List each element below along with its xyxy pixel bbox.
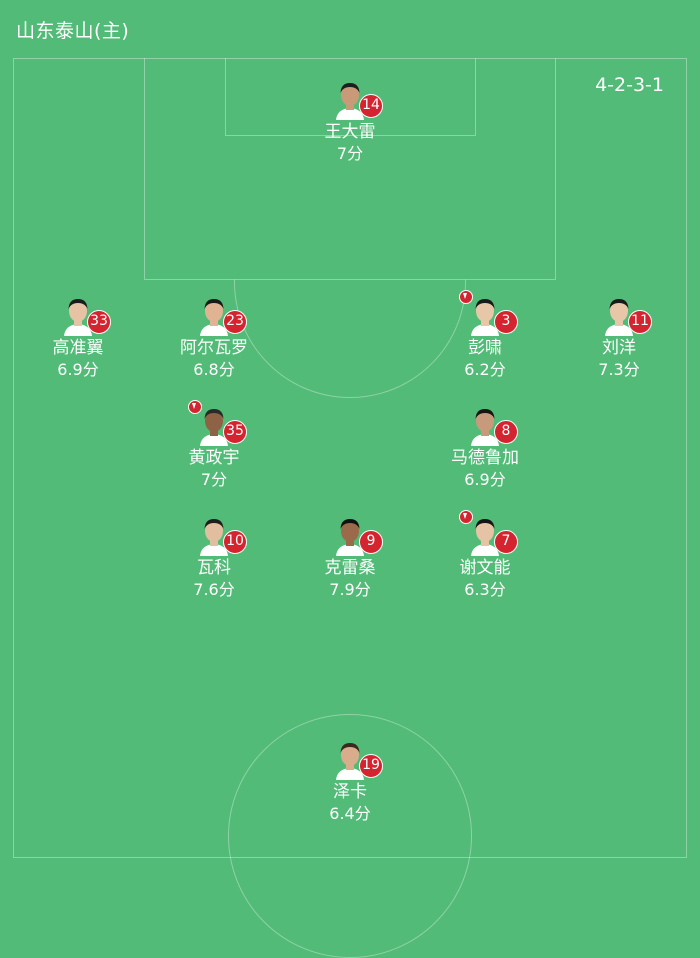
player-card[interactable]: 19 泽卡 6.4分 [280, 740, 420, 824]
player-photo [336, 743, 364, 780]
player-card[interactable]: 10 瓦科 7.6分 [144, 516, 284, 600]
player-card[interactable]: 14 王大雷 7分 [280, 80, 420, 164]
player-rating: 6.4分 [329, 804, 371, 823]
player-name: 刘洋 [602, 338, 636, 358]
player-photo [200, 299, 228, 336]
player-photo [200, 519, 228, 556]
player-photo [200, 409, 228, 446]
jersey-number-badge: 10 [223, 530, 247, 554]
player-card[interactable]: 3 彭啸 6.2分 [415, 290, 555, 380]
goal-box-line [225, 58, 476, 136]
player-card[interactable]: 8 马德鲁加 6.9分 [415, 406, 555, 490]
jersey-number-badge: 35 [223, 420, 247, 444]
subbed-off-icon [459, 510, 473, 524]
team-title: 山东泰山(主) [16, 20, 130, 42]
player-avatar: 8 [468, 406, 518, 446]
jersey-number-badge: 3 [494, 310, 518, 334]
player-rating: 7.3分 [598, 360, 640, 379]
player-avatar: 3 [459, 290, 518, 336]
penalty-box-line [144, 58, 556, 280]
jersey-number-badge: 14 [359, 94, 383, 118]
player-name: 高准翼 [52, 338, 104, 358]
jersey-number-badge: 11 [628, 310, 652, 334]
player-rating: 7.9分 [329, 580, 371, 599]
formation-label: 4-2-3-1 [595, 74, 664, 96]
player-rating: 7分 [336, 144, 364, 163]
player-rating: 7分 [200, 470, 228, 489]
player-name: 瓦科 [197, 558, 231, 578]
player-card[interactable]: 7 谢文能 6.3分 [415, 510, 555, 600]
player-name: 黄政宇 [188, 448, 240, 468]
player-avatar: 23 [197, 296, 247, 336]
jersey-number-badge: 23 [223, 310, 247, 334]
player-name: 马德鲁加 [451, 448, 519, 468]
player-card[interactable]: 35 黄政宇 7分 [144, 400, 284, 490]
player-card[interactable]: 33 高准翼 6.9分 [8, 296, 148, 380]
jersey-number-badge: 33 [87, 310, 111, 334]
player-photo [336, 83, 364, 120]
player-avatar: 19 [333, 740, 383, 780]
player-rating: 6.2分 [464, 360, 506, 379]
player-name: 阿尔瓦罗 [180, 338, 248, 358]
player-name: 谢文能 [459, 558, 511, 578]
subbed-off-icon [188, 400, 202, 414]
player-name: 彭啸 [468, 338, 502, 358]
player-photo [64, 299, 92, 336]
player-avatar: 7 [459, 510, 518, 556]
player-photo [471, 519, 499, 556]
player-name: 泽卡 [333, 782, 367, 802]
player-photo [336, 519, 364, 556]
player-avatar: 14 [333, 80, 383, 120]
player-name: 王大雷 [324, 122, 376, 142]
player-photo [605, 299, 633, 336]
player-card[interactable]: 9 克雷桑 7.9分 [280, 516, 420, 600]
player-avatar: 10 [197, 516, 247, 556]
jersey-number-badge: 19 [359, 754, 383, 778]
jersey-number-badge: 9 [359, 530, 383, 554]
player-avatar: 33 [61, 296, 111, 336]
player-avatar: 9 [333, 516, 383, 556]
player-card[interactable]: 23 阿尔瓦罗 6.8分 [144, 296, 284, 380]
player-photo [471, 299, 499, 336]
player-rating: 6.8分 [193, 360, 235, 379]
player-avatar: 35 [188, 400, 247, 446]
subbed-off-icon [459, 290, 473, 304]
player-card[interactable]: 11 刘洋 7.3分 [549, 296, 689, 380]
player-rating: 6.9分 [464, 470, 506, 489]
player-rating: 7.6分 [193, 580, 235, 599]
player-photo [471, 409, 499, 446]
jersey-number-badge: 8 [494, 420, 518, 444]
jersey-number-badge: 7 [494, 530, 518, 554]
player-avatar: 11 [602, 296, 652, 336]
player-rating: 6.3分 [464, 580, 506, 599]
player-name: 克雷桑 [324, 558, 376, 578]
player-rating: 6.9分 [57, 360, 99, 379]
